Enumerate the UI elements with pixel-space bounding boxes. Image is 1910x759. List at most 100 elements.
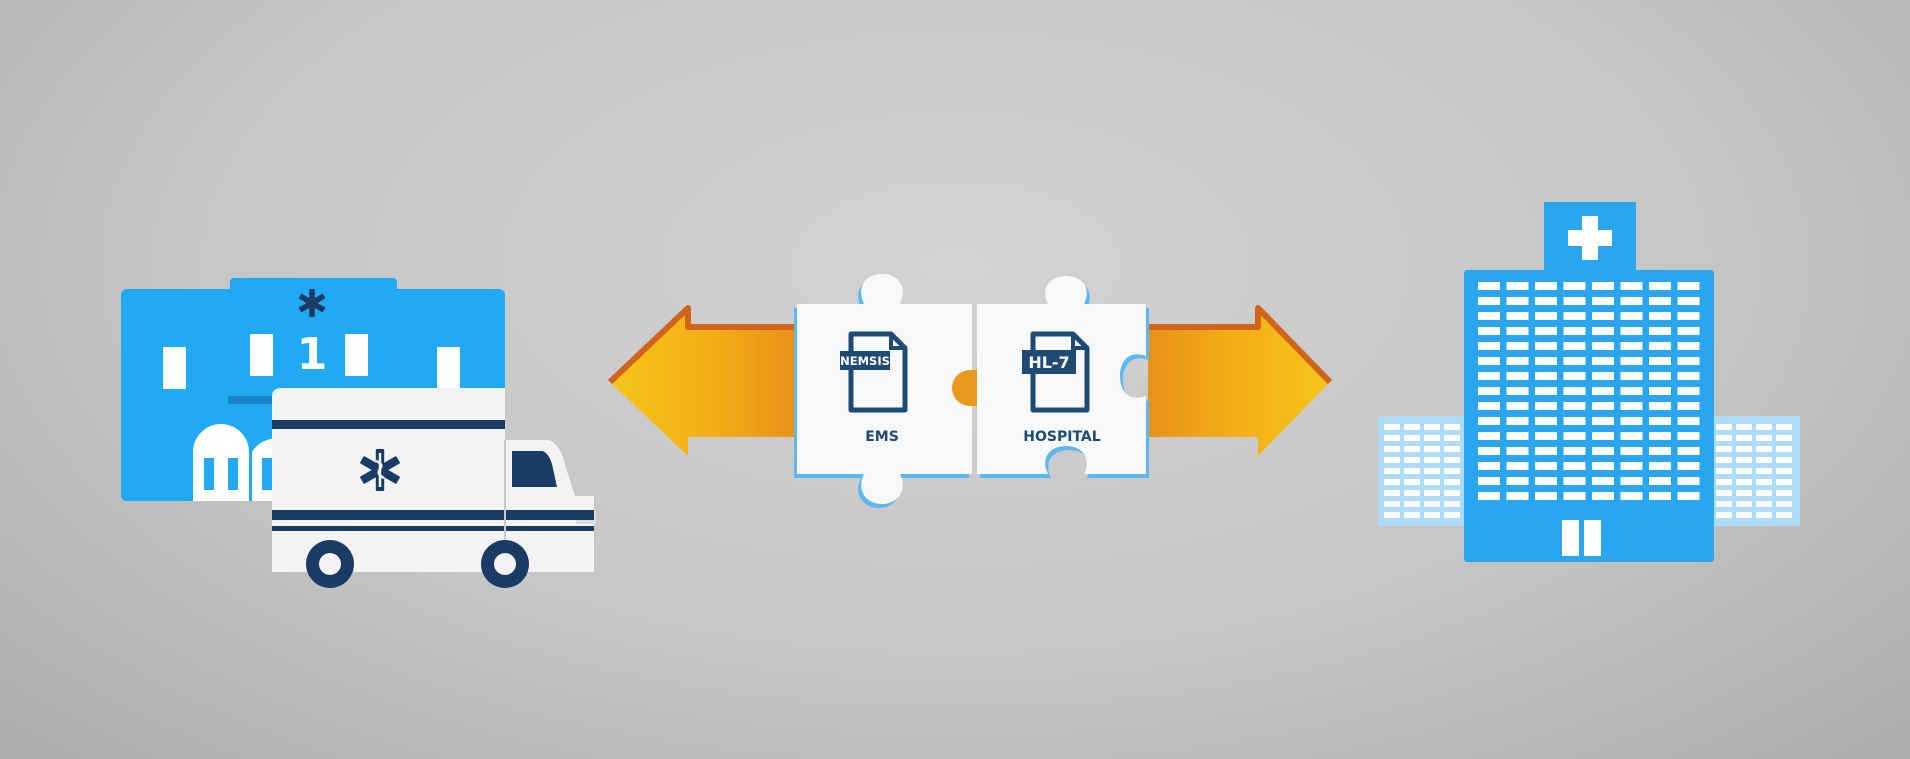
hospital-window <box>1592 417 1614 425</box>
hospital-window <box>1535 417 1557 425</box>
hospital-window <box>1649 372 1671 380</box>
hospital-window <box>1592 282 1614 290</box>
hospital-window <box>1563 357 1586 365</box>
hospital-wing-window <box>1384 512 1400 518</box>
hospital-wing-window <box>1736 490 1752 496</box>
document-icon <box>848 331 908 413</box>
hospital-window <box>1620 297 1643 305</box>
hospital-wing-window <box>1756 490 1772 496</box>
hospital-window <box>1506 297 1529 305</box>
hospital-wing-window <box>1384 501 1400 507</box>
hospital-window <box>1506 387 1529 395</box>
medical-cross-icon <box>1568 216 1612 260</box>
hospital-window <box>1592 312 1614 320</box>
hospital-wing-window <box>1384 446 1400 452</box>
station-window <box>437 347 460 389</box>
hospital-window <box>1535 282 1557 290</box>
hospital-wing-window <box>1736 501 1752 507</box>
hospital-wing-window <box>1716 490 1732 496</box>
hospital-wing-window <box>1736 446 1752 452</box>
ambulance-wheel <box>481 540 529 588</box>
hospital-wing-window <box>1716 424 1732 430</box>
station-number: 1 <box>297 329 328 380</box>
hospital-wing-window <box>1756 435 1772 441</box>
hospital-window <box>1592 342 1614 350</box>
hospital-wing-window <box>1424 435 1440 441</box>
hospital-window <box>1478 357 1500 365</box>
hospital-wing-window <box>1736 424 1752 430</box>
hospital-window <box>1677 327 1700 335</box>
hospital-window <box>1620 282 1643 290</box>
hospital-wing-window <box>1716 501 1732 507</box>
hospital-wing-window <box>1756 457 1772 463</box>
hospital-window <box>1620 387 1643 395</box>
hospital-window <box>1535 462 1557 470</box>
hospital-wing-window <box>1756 446 1772 452</box>
hospital-window <box>1506 282 1529 290</box>
hospital-window <box>1535 327 1557 335</box>
hospital-tower <box>1464 270 1714 562</box>
hospital-window <box>1620 492 1643 500</box>
hospital-wing-window <box>1444 468 1460 474</box>
hospital-window <box>1506 312 1529 320</box>
hospital-wing-window <box>1404 512 1420 518</box>
hospital-wing-window <box>1736 479 1752 485</box>
hospital-wing-window <box>1424 468 1440 474</box>
hospital-wing-window <box>1716 457 1732 463</box>
hospital-wing-window <box>1776 501 1792 507</box>
hospital-window <box>1506 327 1529 335</box>
hospital-window <box>1478 492 1500 500</box>
hospital-window <box>1535 387 1557 395</box>
hospital-window <box>1677 447 1700 455</box>
hospital-wing-window <box>1444 479 1460 485</box>
hospital-window <box>1620 327 1643 335</box>
hospital-wing-window <box>1404 435 1420 441</box>
hospital-wing-window <box>1384 424 1400 430</box>
hospital-window <box>1506 432 1529 440</box>
hospital-window <box>1535 447 1557 455</box>
hospital-window <box>1592 492 1614 500</box>
hospital-wing-window <box>1384 468 1400 474</box>
hospital-window <box>1649 342 1671 350</box>
hospital-window <box>1649 477 1671 485</box>
hospital-window <box>1677 492 1700 500</box>
hospital-window <box>1563 282 1586 290</box>
hospital-window <box>1592 372 1614 380</box>
hospital-window <box>1563 342 1586 350</box>
hospital-wing-window <box>1776 435 1792 441</box>
hospital-window <box>1506 447 1529 455</box>
hospital-window <box>1677 462 1700 470</box>
nemsis-tag: NEMSIS <box>840 354 890 368</box>
hospital-window <box>1535 432 1557 440</box>
hospital-window <box>1677 282 1700 290</box>
hospital-window <box>1563 387 1586 395</box>
hospital-wing-window <box>1776 512 1792 518</box>
hospital-window <box>1506 492 1529 500</box>
hospital-window <box>1478 417 1500 425</box>
hospital-window <box>1677 312 1700 320</box>
hospital-wing-window <box>1716 479 1732 485</box>
hospital-window <box>1592 402 1614 410</box>
hospital-window <box>1677 387 1700 395</box>
hospital-window <box>1649 462 1671 470</box>
hospital-window <box>1478 327 1500 335</box>
hospital-window <box>1620 462 1643 470</box>
hospital-wing-window <box>1716 435 1732 441</box>
hospital-window <box>1677 357 1700 365</box>
document-icon <box>1030 331 1090 413</box>
hospital-window <box>1535 372 1557 380</box>
ems-label: EMS <box>865 429 899 445</box>
hospital-wing-window <box>1404 457 1420 463</box>
hospital-window <box>1677 342 1700 350</box>
hl7-tag: HL-7 <box>1028 353 1069 372</box>
hospital-wing-window <box>1444 457 1460 463</box>
hospital-door <box>1584 520 1601 556</box>
hospital-window <box>1563 462 1586 470</box>
hospital-wing-window <box>1404 446 1420 452</box>
hospital-window <box>1592 477 1614 485</box>
hospital-wing-window <box>1424 424 1440 430</box>
hospital-wing-window <box>1716 468 1732 474</box>
hospital-wing-window <box>1424 512 1440 518</box>
hospital-wing-window <box>1716 512 1732 518</box>
hospital-window <box>1535 492 1557 500</box>
